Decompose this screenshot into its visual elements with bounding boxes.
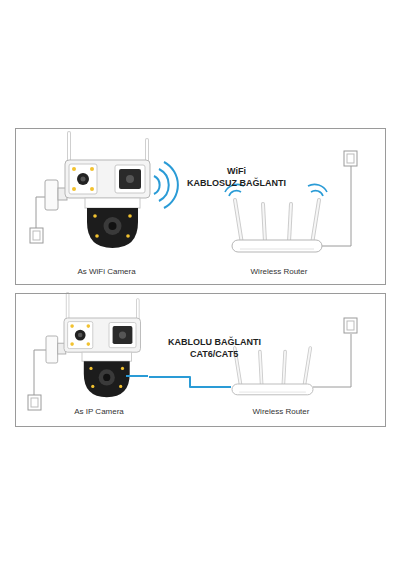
- device-caption: Wireless Router: [231, 407, 331, 417]
- device-caption: As WiFi Camera: [49, 267, 164, 277]
- camera-unit: As IP Camera: [49, 306, 149, 417]
- router-unit: Wireless Router: [229, 196, 329, 277]
- connection-panel: KABLOLU BAĞLANTICAT6/CAT5 As IP Camera Wir…: [15, 293, 386, 427]
- camera-unit: As WiFi Camera: [49, 141, 164, 277]
- device-caption: Wireless Router: [229, 267, 329, 277]
- network-cable: [149, 377, 231, 387]
- connection-heading: KABLOSUZ BAĞLANTI: [187, 178, 286, 189]
- connection-panel: WiFiKABLOSUZ BAĞLANTI As WiFi Camera Wirel…: [15, 128, 386, 285]
- router-unit: Wireless Router: [231, 336, 331, 417]
- connection-heading: WiFi: [227, 166, 246, 177]
- device-caption: As IP Camera: [49, 407, 149, 417]
- connection-heading: CAT6/CAT5: [190, 349, 238, 360]
- connection-heading: KABLOLU BAĞLANTI: [168, 337, 261, 348]
